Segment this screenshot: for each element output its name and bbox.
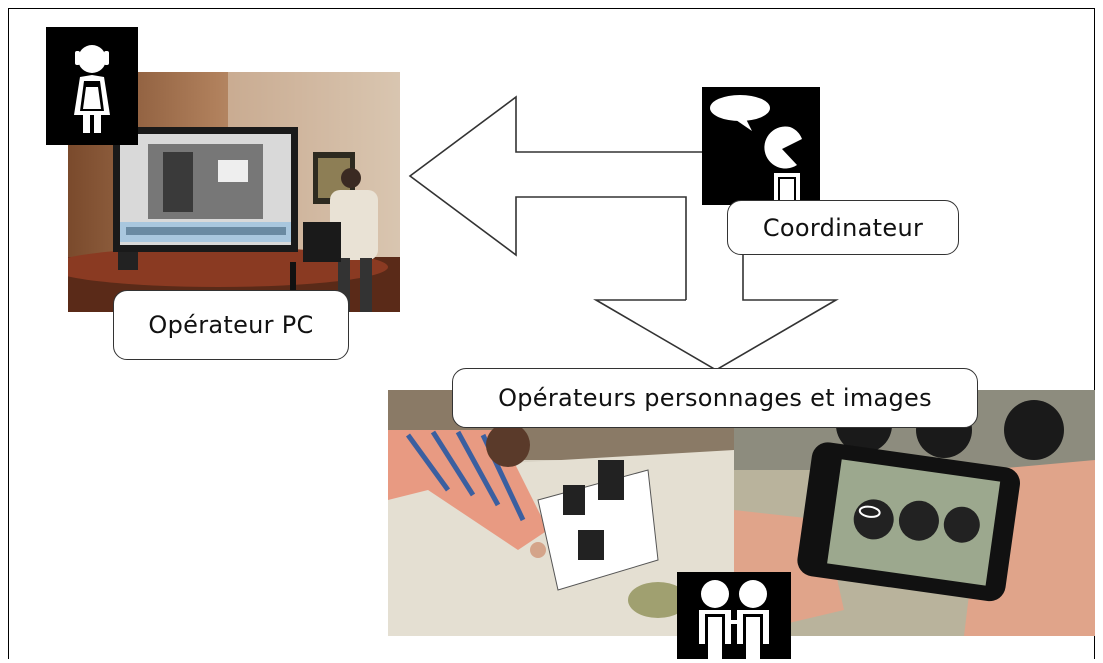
pc-operator-photo	[68, 72, 400, 312]
speaking-head-icon	[702, 87, 820, 205]
pc-operator-label: Opérateur PC	[113, 290, 349, 360]
puppet-stage-photo	[388, 390, 734, 636]
two-children-icon	[677, 572, 791, 659]
puppet-operators-label: Opérateurs personnages et images	[452, 368, 978, 428]
coordinator-label: Coordinateur	[727, 200, 959, 255]
girl-figure-icon	[46, 27, 138, 145]
arrow-to-pc-operator	[408, 95, 702, 300]
arrow-to-puppet-operators	[593, 255, 839, 371]
smartphone-photo	[734, 390, 1095, 636]
